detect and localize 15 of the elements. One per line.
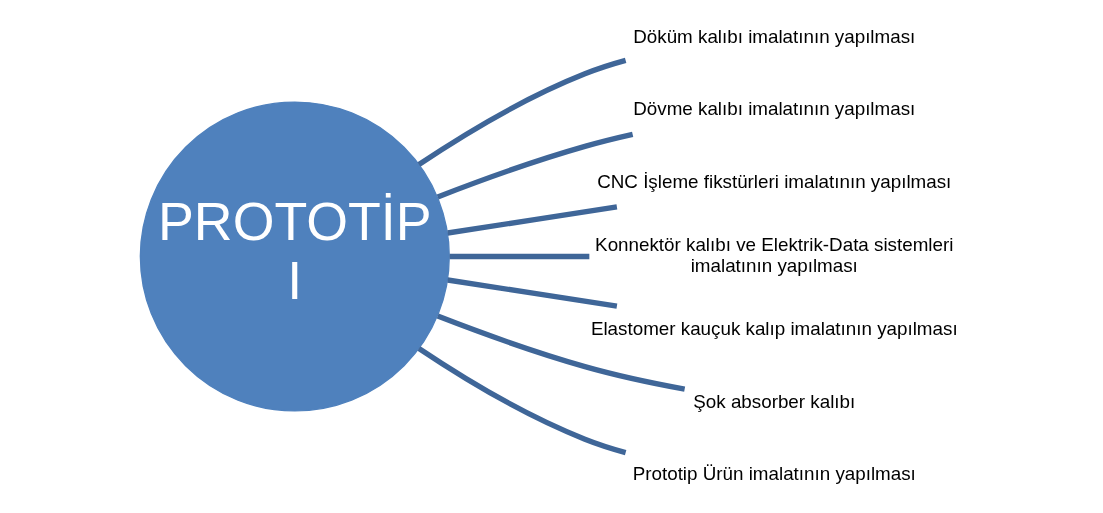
connector [446, 277, 617, 309]
node-circle: PROTOTİP I [139, 101, 450, 412]
connector [416, 346, 626, 456]
node-text: Konnektör kalıbı ve Elektrik-Data sistemleri imalatının yapılması [594, 234, 953, 276]
node-text: Döküm kalıbı imalatının yapılması [632, 25, 915, 47]
connector [446, 204, 617, 236]
node-text: CNC İşleme fikstürleri imalatının yapılması [596, 170, 951, 192]
node-text: Prototip Ürün imalatının yapılması [632, 463, 916, 485]
connector [436, 313, 685, 392]
node-text: Şok absorber kalıbı [692, 390, 855, 412]
connector [449, 253, 589, 260]
connector [436, 131, 633, 200]
node-text: Dövme kalıbı imalatının yapılması [632, 98, 915, 120]
node-text: Elastomer kauçuk kalıp imalatının yapılması [590, 318, 958, 340]
connector [416, 57, 626, 167]
